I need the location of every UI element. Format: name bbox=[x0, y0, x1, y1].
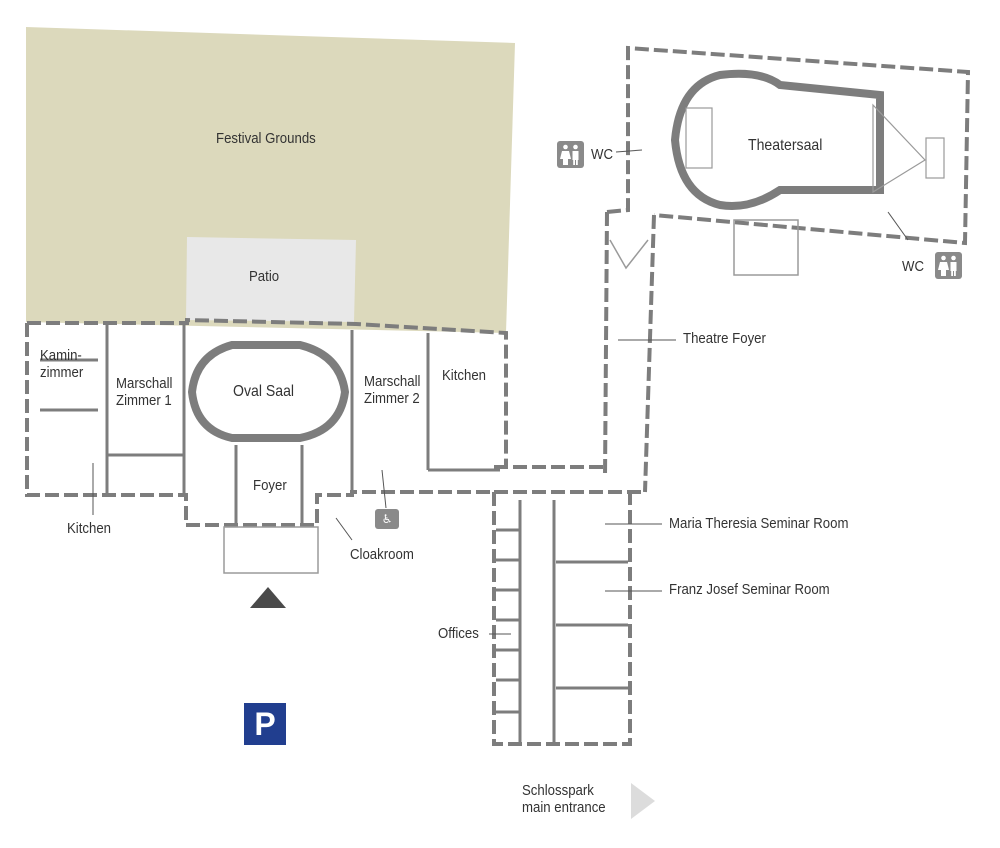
stage bbox=[685, 103, 945, 194]
theatersaal-walls bbox=[670, 69, 884, 210]
leader-lines bbox=[92, 149, 909, 635]
oval-saal-walls bbox=[187, 341, 350, 442]
kaminzimmer-label: Kamin- zimmer bbox=[40, 347, 84, 381]
cloakroom-label: Cloakroom bbox=[350, 546, 414, 563]
wc-west-label: WC bbox=[591, 146, 613, 163]
interior-walls bbox=[40, 325, 628, 742]
patio-area bbox=[186, 237, 356, 322]
parking-icon: P bbox=[244, 703, 286, 745]
kitchen-east-label: Kitchen bbox=[442, 367, 487, 384]
offices-label: Offices bbox=[438, 625, 479, 642]
theatersaal-label: Theatersaal bbox=[748, 137, 823, 154]
main-entrance-label: Schlosspark main entrance bbox=[522, 782, 606, 816]
entrance-terrace bbox=[223, 219, 799, 574]
restroom-icon-glyph bbox=[938, 255, 957, 276]
franz-josef-seminar-room-label: Franz Josef Seminar Room bbox=[669, 581, 830, 598]
accessible-restroom-icon: ♿ bbox=[375, 509, 399, 529]
oval-saal-label: Oval Saal bbox=[233, 383, 295, 400]
patio-label: Patio bbox=[249, 268, 280, 285]
marschall-zimmer-1-label: Marschall Zimmer 1 bbox=[116, 375, 173, 409]
festival-grounds-area bbox=[26, 27, 515, 333]
entrance-arrow-icon bbox=[250, 587, 286, 608]
maria-theresia-seminar-room-label: Maria Theresia Seminar Room bbox=[669, 515, 849, 532]
main-entrance-arrow-icon bbox=[631, 783, 655, 819]
theatre-foyer-label: Theatre Foyer bbox=[683, 330, 766, 347]
wc-east-label: WC bbox=[902, 258, 924, 275]
restroom-icon-glyph bbox=[560, 144, 579, 165]
kitchen-west-label: Kitchen bbox=[67, 520, 112, 537]
foyer-label: Foyer bbox=[253, 477, 287, 494]
festival-grounds-label: Festival Grounds bbox=[216, 130, 316, 147]
marschall-zimmer-2-label: Marschall Zimmer 2 bbox=[364, 373, 421, 407]
restroom-icon bbox=[935, 252, 962, 279]
restroom-icon bbox=[557, 141, 584, 168]
